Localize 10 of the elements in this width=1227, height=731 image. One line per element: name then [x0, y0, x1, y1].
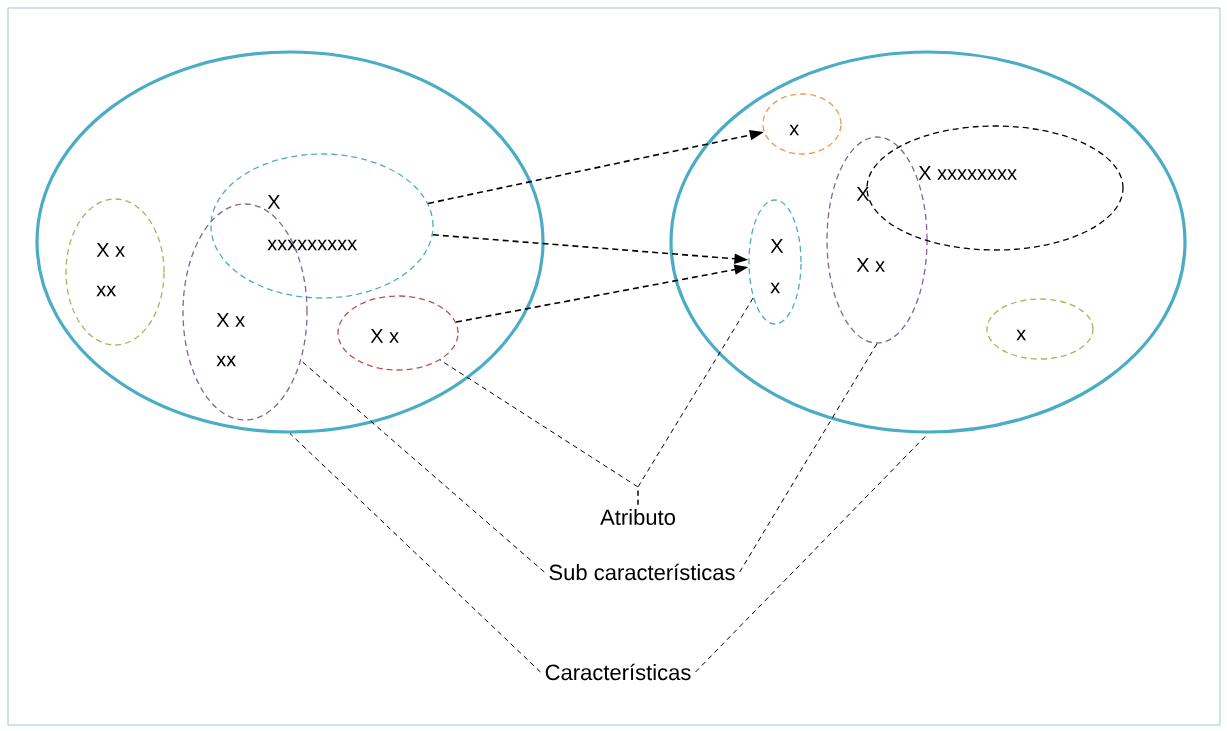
set-ellipse — [35, 50, 545, 434]
callout-label: Características — [545, 663, 691, 681]
callout-label: Atributo — [600, 508, 675, 526]
leader-line — [695, 433, 929, 673]
leader-line — [289, 433, 541, 673]
callout-label: Sub características — [549, 563, 735, 581]
leader-line — [739, 343, 878, 573]
leader-line — [637, 297, 754, 506]
set-ellipse — [669, 50, 1187, 434]
leader-line — [300, 360, 545, 573]
